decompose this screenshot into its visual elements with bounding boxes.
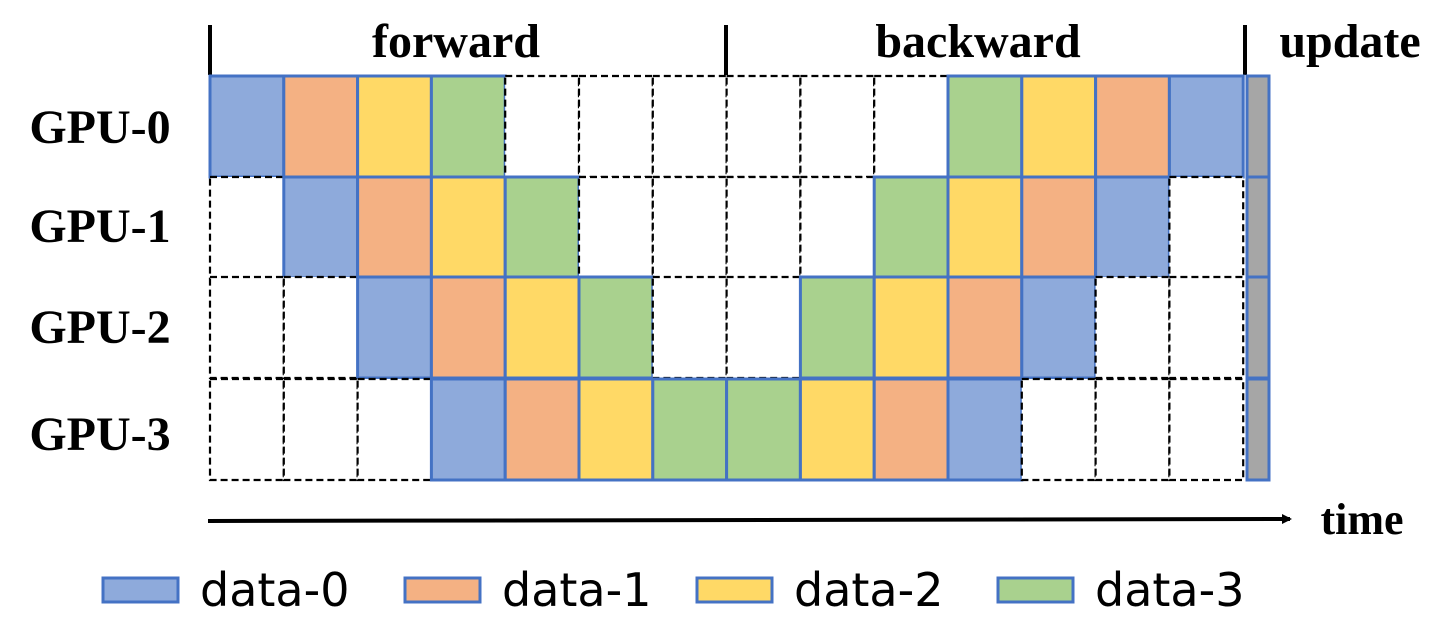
empty-cell <box>577 175 654 280</box>
data-cell-2 <box>356 74 433 179</box>
empty-cell <box>725 275 802 380</box>
time-axis-arrow <box>207 514 1292 525</box>
data-cell-2 <box>1020 74 1098 179</box>
phase-label-backward: backward <box>875 15 1081 68</box>
empty-cell <box>651 175 728 280</box>
data-cell-1 <box>872 377 950 482</box>
data-cell-2 <box>429 175 507 280</box>
legend-label-3: data-3 <box>1095 563 1244 617</box>
empty-cell <box>208 275 285 380</box>
data-cell-0 <box>1020 275 1098 380</box>
data-cell-0 <box>208 74 286 179</box>
legend-label-1: data-1 <box>502 563 651 617</box>
empty-cell <box>799 175 876 280</box>
data-cell-1 <box>1094 74 1171 179</box>
data-cell-3 <box>798 275 876 380</box>
empty-cell <box>651 74 728 179</box>
legend-swatch-1 <box>403 576 482 604</box>
data-cell-3 <box>651 377 729 482</box>
legend: data-0 data-1 data-2 data-3 <box>101 563 1244 617</box>
data-cell-1 <box>503 377 581 482</box>
data-cell-3 <box>503 175 581 280</box>
legend-swatch-3 <box>996 576 1075 604</box>
empty-cell <box>799 74 876 179</box>
data-cell-0 <box>429 377 507 482</box>
phase-label-update: update <box>1279 15 1420 68</box>
empty-cell <box>208 377 285 482</box>
empty-cell <box>1094 275 1171 380</box>
empty-cell <box>725 74 802 179</box>
empty-cell <box>282 377 359 482</box>
empty-cell <box>1094 377 1171 482</box>
gpu-label-1: GPU-1 <box>29 200 170 253</box>
data-cell-0 <box>282 175 360 280</box>
data-cell-1 <box>946 275 1024 380</box>
empty-cell <box>1168 377 1245 482</box>
legend-label-0: data-0 <box>200 563 349 617</box>
data-cell-2 <box>798 377 876 482</box>
data-cell-3 <box>725 377 802 482</box>
data-cell-3 <box>872 175 950 280</box>
empty-cell <box>577 74 654 179</box>
data-cell-2 <box>872 275 950 380</box>
empty-cell <box>208 175 285 280</box>
data-cell-3 <box>946 74 1024 179</box>
empty-cell <box>1020 377 1097 482</box>
empty-cell <box>1168 175 1245 280</box>
data-cell-0 <box>1167 74 1245 179</box>
data-cell-0 <box>946 377 1024 482</box>
update-bar-gpu-1 <box>1245 175 1271 280</box>
legend-swatch-2 <box>695 576 774 604</box>
data-cell-3 <box>429 74 507 179</box>
legend-label-2: data-2 <box>794 563 943 617</box>
empty-cell <box>1168 275 1245 380</box>
gpu-label-2: GPU-2 <box>29 301 170 354</box>
empty-cell <box>725 175 802 280</box>
update-bars <box>1245 74 1271 482</box>
gpu-label-0: GPU-0 <box>29 101 170 154</box>
data-cell-3 <box>577 275 655 380</box>
data-cell-0 <box>356 275 433 380</box>
update-bar-gpu-3 <box>1245 377 1271 482</box>
update-bar-gpu-2 <box>1245 275 1271 380</box>
phase-label-forward: forward <box>372 15 540 68</box>
data-cell-2 <box>577 377 655 482</box>
data-cell-1 <box>356 175 433 280</box>
empty-cell <box>504 74 581 179</box>
data-cell-2 <box>503 275 581 380</box>
data-cell-1 <box>429 275 507 380</box>
update-bar-gpu-0 <box>1245 74 1271 179</box>
empty-cell <box>356 377 433 482</box>
schedule-grid <box>208 74 1245 482</box>
time-label: time <box>1320 495 1403 544</box>
empty-cell <box>873 74 950 179</box>
legend-swatch-0 <box>101 576 180 604</box>
empty-cell <box>282 275 359 380</box>
data-cell-1 <box>282 74 360 179</box>
data-cell-1 <box>1020 175 1098 280</box>
data-cell-0 <box>1094 175 1171 280</box>
gpu-label-3: GPU-3 <box>29 408 170 461</box>
data-cell-2 <box>946 175 1024 280</box>
empty-cell <box>651 275 728 380</box>
